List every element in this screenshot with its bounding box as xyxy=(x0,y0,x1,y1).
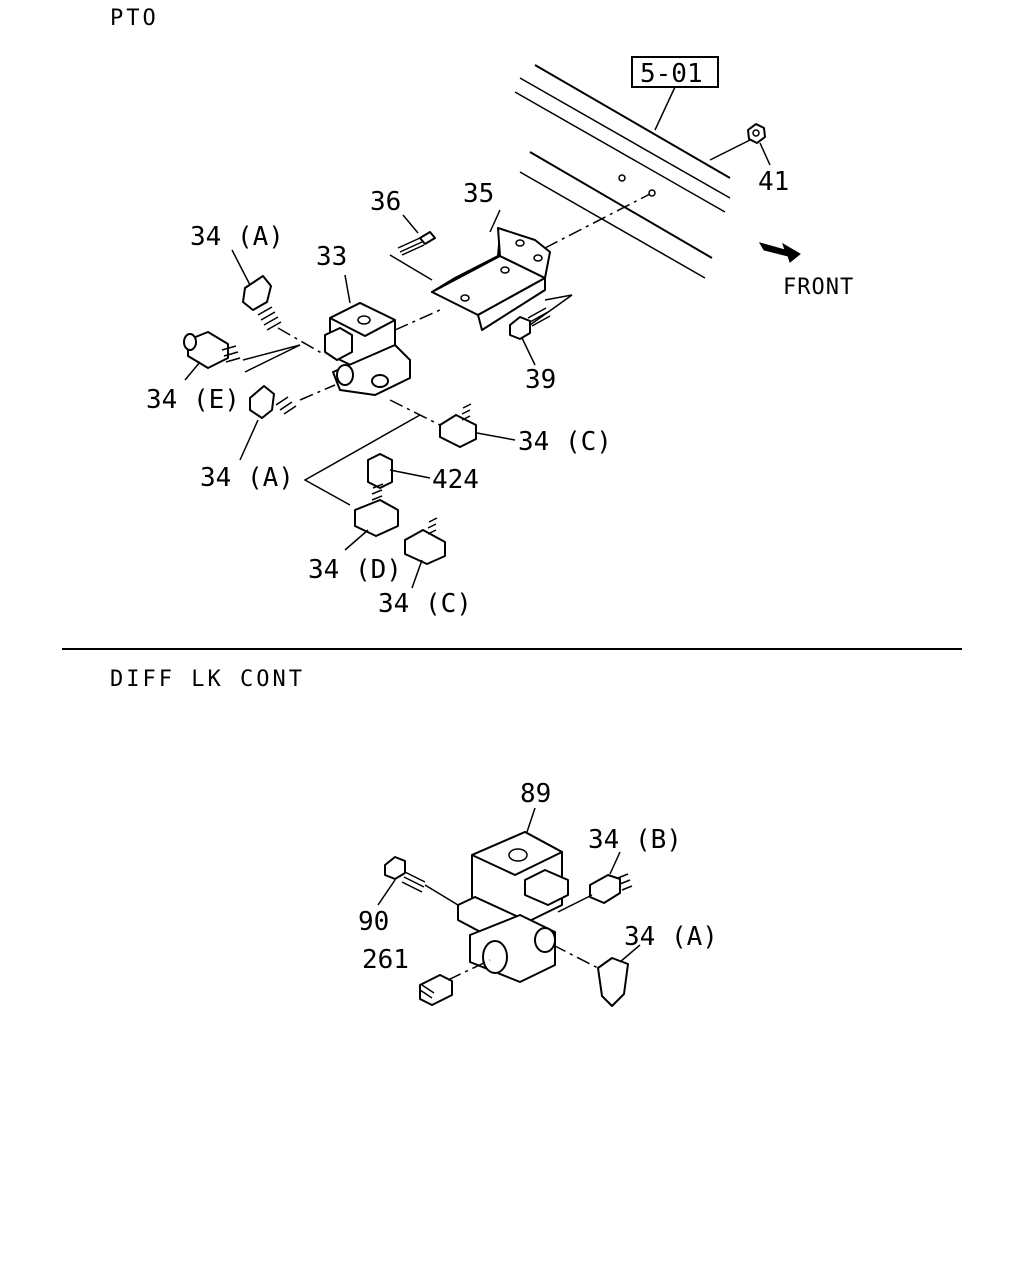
reference-box[interactable]: 5-01 xyxy=(631,56,719,131)
part-bolt-90[interactable]: 90 xyxy=(358,856,459,937)
section-title-diff-lk-cont: DIFF LK CONT xyxy=(110,667,305,692)
part-fitting-34c-bottom[interactable]: 34 (C) xyxy=(378,517,472,619)
part-fitting-34a-top[interactable]: 34 (A) xyxy=(190,222,326,356)
front-indicator: FRONT xyxy=(758,242,854,300)
part-bolt-39[interactable]: 39 xyxy=(509,294,573,395)
callout-90: 90 xyxy=(358,907,389,937)
callout-35: 35 xyxy=(463,179,494,209)
callout-34d: 34 (D) xyxy=(308,555,402,585)
callout-34c-right: 34 (C) xyxy=(518,427,612,457)
part-fitting-34a-diff[interactable]: 34 (A) xyxy=(552,922,718,1007)
callout-34b: 34 (B) xyxy=(588,825,682,855)
part-fitting-34b[interactable]: 34 (B) xyxy=(557,825,682,913)
part-fitting-34a-bottom[interactable]: 34 (A) xyxy=(200,384,336,493)
front-label: FRONT xyxy=(783,275,854,300)
callout-41: 41 xyxy=(758,167,789,197)
part-nut-41[interactable]: 41 xyxy=(709,123,789,197)
callout-34a-bottom: 34 (A) xyxy=(200,463,294,493)
callout-39: 39 xyxy=(525,365,556,395)
part-bracket-35[interactable]: 35 xyxy=(431,179,651,331)
callout-34c-bottom: 34 (C) xyxy=(378,589,472,619)
front-arrow-icon xyxy=(758,242,801,263)
diff-lk-cont-section: DIFF LK CONT 89 34 (B) 90 xyxy=(110,667,718,1007)
part-fitting-34d[interactable]: 34 (D) xyxy=(308,483,402,585)
part-plug-424[interactable]: 424 xyxy=(303,414,479,506)
callout-261: 261 xyxy=(362,945,409,975)
reference-box-label: 5-01 xyxy=(640,59,703,89)
part-fitting-34c-right[interactable]: 34 (C) xyxy=(389,399,612,457)
part-solenoid-valve-33[interactable]: 33 xyxy=(316,242,441,396)
part-solenoid-valve-89[interactable]: 89 xyxy=(457,779,569,983)
part-bolt-36[interactable]: 36 xyxy=(370,187,436,281)
callout-36: 36 xyxy=(370,187,401,217)
callout-34e: 34 (E) xyxy=(146,385,240,415)
callout-424: 424 xyxy=(432,465,479,495)
frame-rail xyxy=(514,64,731,279)
pto-section: PTO 5-01 41 FRONT xyxy=(110,6,854,619)
part-plug-261[interactable]: 261 xyxy=(362,945,491,1006)
part-fitting-34e[interactable]: 34 (E) xyxy=(146,331,301,415)
callout-34a-top: 34 (A) xyxy=(190,222,284,252)
callout-33: 33 xyxy=(316,242,347,272)
section-title-pto: PTO xyxy=(110,6,159,31)
callout-34a-diff: 34 (A) xyxy=(624,922,718,952)
callout-89: 89 xyxy=(520,779,551,809)
